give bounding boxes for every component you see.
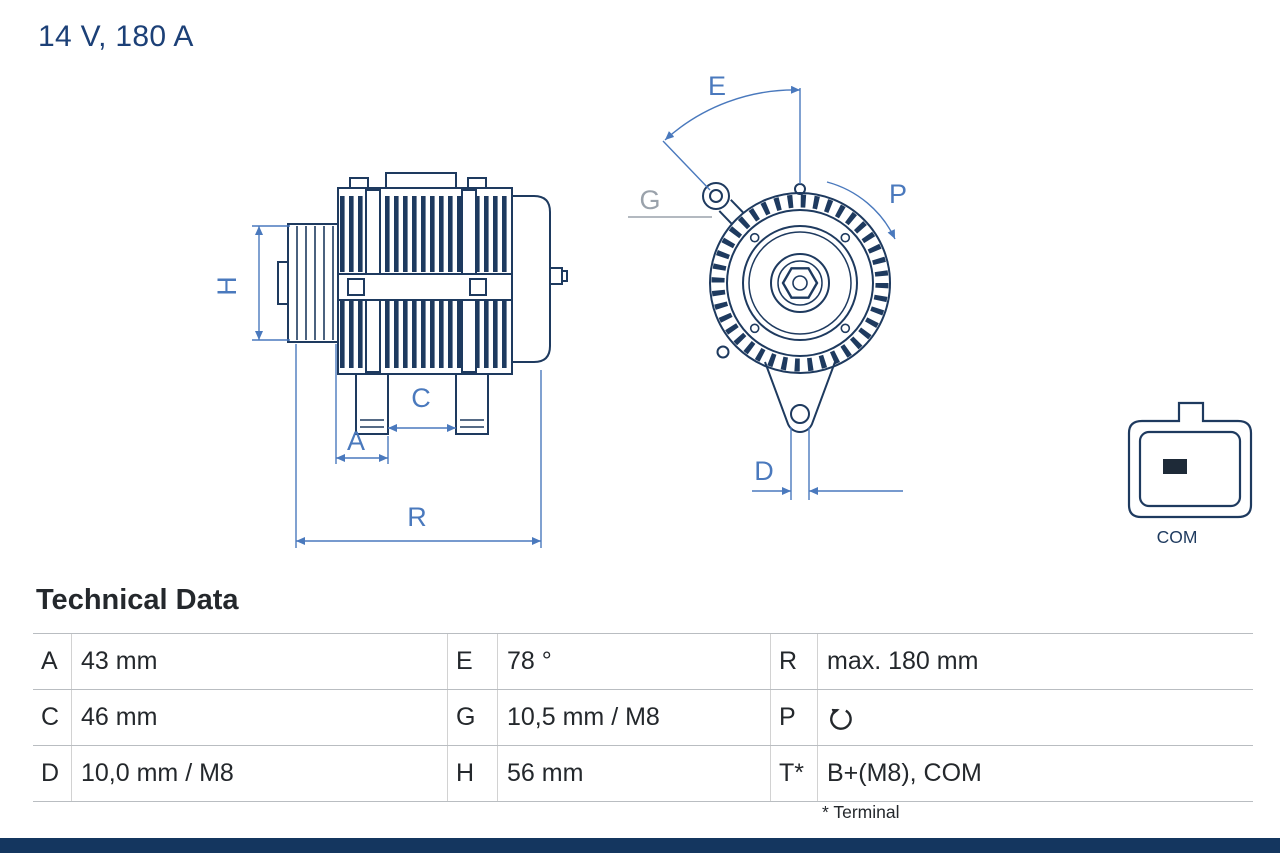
param-value-D: 10,0 mm / M8 xyxy=(81,759,234,787)
param-value-P xyxy=(818,704,1253,732)
param-value-H: 56 mm xyxy=(507,759,584,787)
param-value-T: B+(M8), COM xyxy=(827,759,982,787)
dim-label-G: G xyxy=(639,185,660,215)
table-row: A 43 mm E 78 ° R max. 180 mm xyxy=(33,633,1253,689)
param-key-E: E xyxy=(447,634,498,689)
param-value-A: 43 mm xyxy=(81,647,158,675)
param-key-R: R xyxy=(770,634,818,689)
dim-label-D: D xyxy=(754,456,774,486)
terminal-footnote: * Terminal xyxy=(822,802,900,822)
param-key-G: G xyxy=(447,690,498,745)
param-key-D: D xyxy=(33,746,72,801)
technical-data-table: A 43 mm E 78 ° R max. 180 mm C 46 mm G 1… xyxy=(33,633,1253,802)
dim-label-A: A xyxy=(347,426,365,456)
param-value-G: 10,5 mm / M8 xyxy=(507,703,660,731)
param-value-E: 78 ° xyxy=(507,647,552,675)
table-row: C 46 mm G 10,5 mm / M8 P xyxy=(33,689,1253,745)
shaft-nut xyxy=(770,253,830,313)
product-rating: 14 V, 180 A xyxy=(38,20,194,53)
com-connector xyxy=(1127,401,1253,519)
rear-end-cap xyxy=(511,195,568,363)
top-mounting-lug xyxy=(702,182,745,225)
dim-label-C: C xyxy=(411,383,431,413)
dim-label-H: H xyxy=(212,276,242,296)
technical-drawing: H A C R xyxy=(212,71,1253,548)
table-row: D 10,0 mm / M8 H 56 mm T* B+(M8), COM xyxy=(33,745,1253,802)
param-value-R: max. 180 mm xyxy=(827,647,979,675)
param-key-T: T* xyxy=(770,746,818,801)
housing xyxy=(337,172,513,375)
mounting-feet xyxy=(355,373,489,435)
pulley xyxy=(277,223,339,343)
alternator-front-view xyxy=(702,182,891,433)
rotation-cw-icon xyxy=(830,708,852,730)
dim-label-E: E xyxy=(708,71,726,101)
connector-label: COM xyxy=(1157,527,1198,547)
front-view-dimensions xyxy=(662,85,903,500)
param-key-C: C xyxy=(33,690,72,745)
side-view-dimensions xyxy=(252,225,542,548)
param-key-A: A xyxy=(33,634,72,689)
connector-terminal xyxy=(1163,459,1187,474)
dim-label-P: P xyxy=(889,179,907,209)
lower-left-hole xyxy=(716,345,730,359)
bottom-brand-bar xyxy=(0,838,1280,853)
section-title: Technical Data xyxy=(36,584,239,616)
param-key-H: H xyxy=(447,746,498,801)
param-value-C: 46 mm xyxy=(81,703,158,731)
alternator-side-view xyxy=(277,172,568,435)
bottom-mounting-lug xyxy=(764,361,836,433)
param-key-P: P xyxy=(770,690,818,745)
dim-label-R: R xyxy=(407,502,427,532)
